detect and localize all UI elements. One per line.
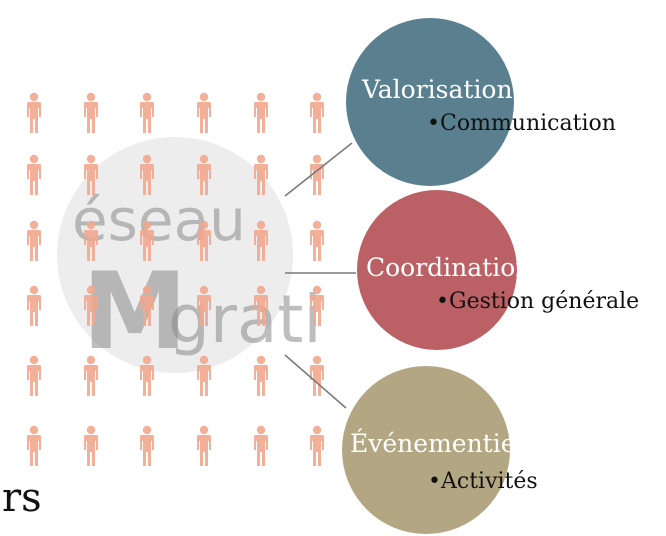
person-icon [27,220,41,261]
cut-off-text: rs [2,475,42,521]
person-icon [310,285,324,326]
person-icon [197,425,211,466]
person-icon [84,154,98,195]
person-icon [197,355,211,396]
person-icon [27,355,41,396]
coordination-bullet-dot: • [436,289,449,314]
person-icon [254,220,268,261]
watermark-globe [57,137,293,373]
person-icon [27,92,41,133]
person-icon [310,425,324,466]
person-icon [197,285,211,326]
evenementiel-bullet-text: Activités [440,469,538,494]
person-icon [27,285,41,326]
person-icon [27,425,41,466]
person-icon [140,425,154,466]
valorisation-bullet-dot: • [427,111,440,136]
coordination-circle [357,190,517,350]
watermark-line2: grati [168,281,322,358]
valorisation-bullet-text: Communication [440,111,616,136]
circle-coordination: Coordination • Gestion générale [357,190,639,350]
evenementiel-circle [342,366,510,534]
person-icon [197,154,211,195]
person-icon [84,355,98,396]
reseau-migration-watermark: éseau M grati [57,137,322,373]
person-icon [140,355,154,396]
person-icon [140,220,154,261]
person-icon [84,220,98,261]
valorisation-title: Valorisation [361,75,513,104]
person-icon [140,285,154,326]
coordination-bullet-text: Gestion générale [449,289,639,314]
watermark-initial: M [82,250,187,373]
people-grid [27,92,324,466]
person-icon [254,154,268,195]
valorisation-circle [346,18,514,186]
evenementiel-bullet-dot: • [428,469,441,494]
coordination-title: Coordination [366,253,531,282]
person-icon [197,220,211,261]
person-icon [84,285,98,326]
person-icon [310,220,324,261]
person-icon [254,92,268,133]
person-icon [310,154,324,195]
person-icon [310,92,324,133]
person-icon [140,154,154,195]
person-icon [140,92,154,133]
evenementiel-title: Événementiel [350,429,524,458]
person-icon [27,154,41,195]
person-icon [254,285,268,326]
circle-evenementiel: Événementiel • Activités [342,366,538,534]
connector-line-valorisation [284,142,353,197]
person-icon [84,425,98,466]
watermark-line1: éseau [72,186,246,254]
circle-valorisation: Valorisation • Communication [346,18,616,186]
connector-line-evenementiel [284,354,347,409]
person-icon [254,425,268,466]
connector-lines [284,142,356,409]
person-icon [197,92,211,133]
person-icon [310,355,324,396]
person-icon [254,355,268,396]
person-icon [84,92,98,133]
